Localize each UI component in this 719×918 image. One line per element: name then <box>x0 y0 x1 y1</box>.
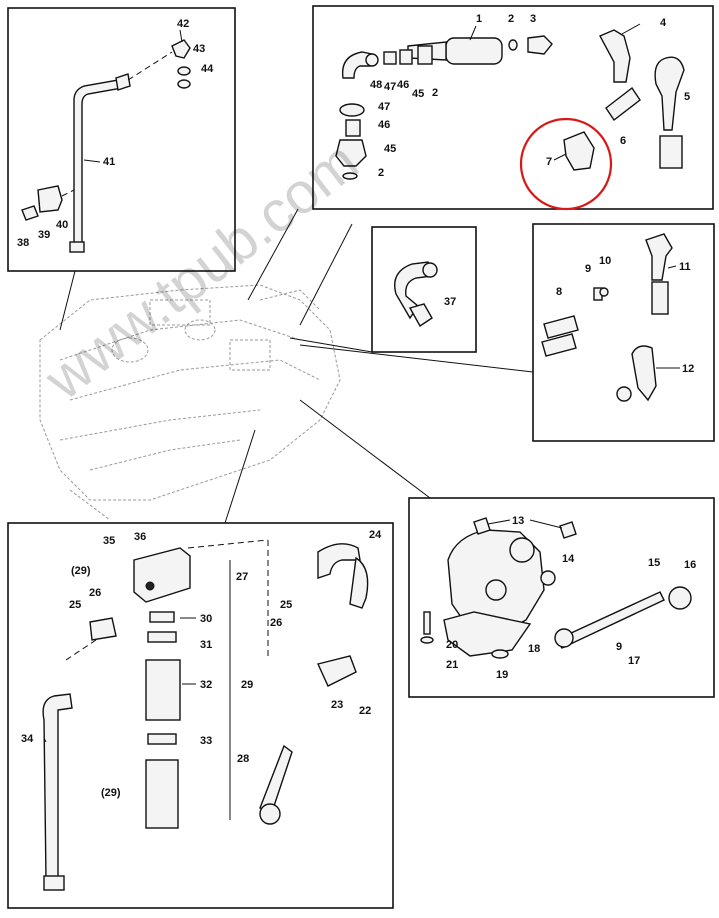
callout-3: 3 <box>530 13 536 25</box>
callout-43: 43 <box>193 43 205 55</box>
panel-fuel-line-41: 42 43 44 41 40 39 38 <box>7 7 236 272</box>
callout-29b: 29 <box>241 679 253 691</box>
callout-26b: 26 <box>270 617 282 629</box>
callout-42: 42 <box>177 18 189 30</box>
callout-2c: 2 <box>378 167 384 179</box>
callout-28: 28 <box>237 753 249 765</box>
panel-fuel-filter-assembly: 1 2 3 4 48 47 46 45 2 47 46 45 2 5 6 7 <box>312 5 714 211</box>
callout-37: 37 <box>444 296 456 308</box>
callout-20: 20 <box>446 639 458 651</box>
callout-29a: (29) <box>71 565 91 577</box>
callout-17: 17 <box>628 655 640 667</box>
callout-10: 10 <box>599 255 611 267</box>
callout-9a: 9 <box>616 641 622 653</box>
callout-15: 15 <box>648 557 660 569</box>
callout-6: 6 <box>620 135 626 147</box>
callout-14: 14 <box>562 553 575 565</box>
callout-8: 8 <box>556 286 562 298</box>
callout-48: 48 <box>370 79 382 91</box>
callout-22: 22 <box>359 705 371 717</box>
callout-9b: 9 <box>585 263 591 275</box>
callout-41: 41 <box>103 156 115 168</box>
callout-45b: 45 <box>384 143 396 155</box>
callout-18: 18 <box>528 643 540 655</box>
callout-21: 21 <box>446 659 458 671</box>
callout-2b: 2 <box>432 87 438 99</box>
callout-25b: 25 <box>280 599 292 611</box>
callout-7: 7 <box>546 156 552 168</box>
callout-32: 32 <box>200 679 212 691</box>
callout-16: 16 <box>684 559 696 571</box>
callout-11: 11 <box>679 261 691 273</box>
callout-47b: 47 <box>378 101 390 113</box>
callout-34: 34 <box>21 733 34 745</box>
callout-36: 36 <box>134 531 146 543</box>
callout-26a: 26 <box>89 587 101 599</box>
callout-24: 24 <box>369 529 382 541</box>
callout-46b: 46 <box>378 119 390 131</box>
callout-30: 30 <box>200 613 212 625</box>
panel-leaders <box>59 208 534 524</box>
callout-47a: 47 <box>384 81 396 93</box>
callout-27: 27 <box>236 571 248 583</box>
panel-fuel-tube-37: 37 <box>371 226 477 353</box>
panel-tubes-11-12: 9 10 11 8 12 <box>532 223 715 442</box>
callout-2a: 2 <box>508 13 514 25</box>
panel-filter-element-29: 35 36 (29) 27 26 25 30 31 32 29 33 34 (2… <box>7 522 394 909</box>
callout-35: 35 <box>103 535 115 547</box>
callout-25a: 25 <box>69 599 81 611</box>
callout-38: 38 <box>17 237 29 249</box>
callout-46a: 46 <box>397 79 409 91</box>
callout-13: 13 <box>512 515 524 527</box>
callout-39: 39 <box>38 229 50 241</box>
callout-1: 1 <box>476 13 482 25</box>
callout-40: 40 <box>56 219 68 231</box>
panel-injection-pump: 13 14 15 16 18 20 21 19 9 17 <box>408 497 715 698</box>
callout-45a: 45 <box>412 88 424 100</box>
callout-5: 5 <box>684 91 690 103</box>
highlight-circle-part-7 <box>519 117 613 211</box>
engine-outline <box>39 284 341 521</box>
callout-19: 19 <box>496 669 508 681</box>
callout-23: 23 <box>331 699 343 711</box>
callout-4: 4 <box>660 17 667 29</box>
callout-33: 33 <box>200 735 212 747</box>
callout-31: 31 <box>200 639 212 651</box>
callout-12: 12 <box>682 363 694 375</box>
callout-29c: (29) <box>101 787 121 799</box>
callout-44: 44 <box>201 63 214 75</box>
